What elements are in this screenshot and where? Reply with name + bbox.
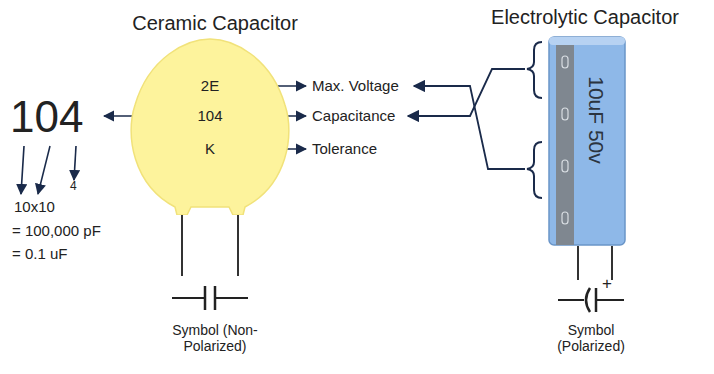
calculation: 10x10 xyxy=(14,198,55,215)
capacitor-symbol xyxy=(586,288,590,312)
body-outline xyxy=(131,39,289,215)
part-title: Electrolytic Capacitor xyxy=(465,6,705,29)
body-outline xyxy=(549,37,625,245)
property-label: Max. Voltage xyxy=(312,77,399,94)
property-label: Capacitance xyxy=(312,107,395,124)
body-outline xyxy=(562,108,568,120)
part-title: Ceramic Capacitor xyxy=(95,12,335,35)
body-outline xyxy=(549,37,625,45)
exponent: 4 xyxy=(70,180,77,194)
electrolytic-capacitor-body: 10uF 50v xyxy=(548,36,626,246)
body-outline xyxy=(562,160,568,172)
marking-code: 104 xyxy=(125,107,295,124)
lead-wire xyxy=(181,212,183,276)
symbol-caption: Symbol (Non-Polarized) xyxy=(145,322,285,354)
body-outline xyxy=(125,35,295,215)
leader-arrow xyxy=(414,86,525,169)
capacitor-symbol xyxy=(596,299,624,301)
polarity-mark: + xyxy=(602,274,612,294)
leader-arrow xyxy=(408,69,525,116)
capacitor-symbol xyxy=(172,297,205,299)
body-outline xyxy=(556,37,574,245)
lead-wire xyxy=(237,212,239,276)
calculation: = 100,000 pF xyxy=(12,222,101,239)
body-outline xyxy=(562,212,568,224)
code-example: 104 xyxy=(10,92,83,143)
leader-arrow xyxy=(74,146,76,180)
bracket xyxy=(527,42,542,98)
capacitor-symbol xyxy=(558,299,584,301)
rating-marking: 10uF 50v xyxy=(584,76,608,164)
property-label: Tolerance xyxy=(312,140,377,157)
leader-arrow xyxy=(38,146,50,194)
leader-arrow xyxy=(21,146,24,194)
symbol-caption: Symbol (Polarized) xyxy=(536,322,646,354)
ceramic-capacitor-body: 2E 104K xyxy=(125,35,295,215)
bracket xyxy=(527,142,542,198)
lead-wire xyxy=(577,246,579,280)
marking-code: 2E xyxy=(125,77,295,94)
marking-code: K xyxy=(125,140,295,157)
body-outline xyxy=(562,56,568,68)
capacitor-symbol xyxy=(204,286,207,310)
calculation: = 0.1 uF xyxy=(12,245,67,262)
capacitor-symbol xyxy=(215,297,248,299)
